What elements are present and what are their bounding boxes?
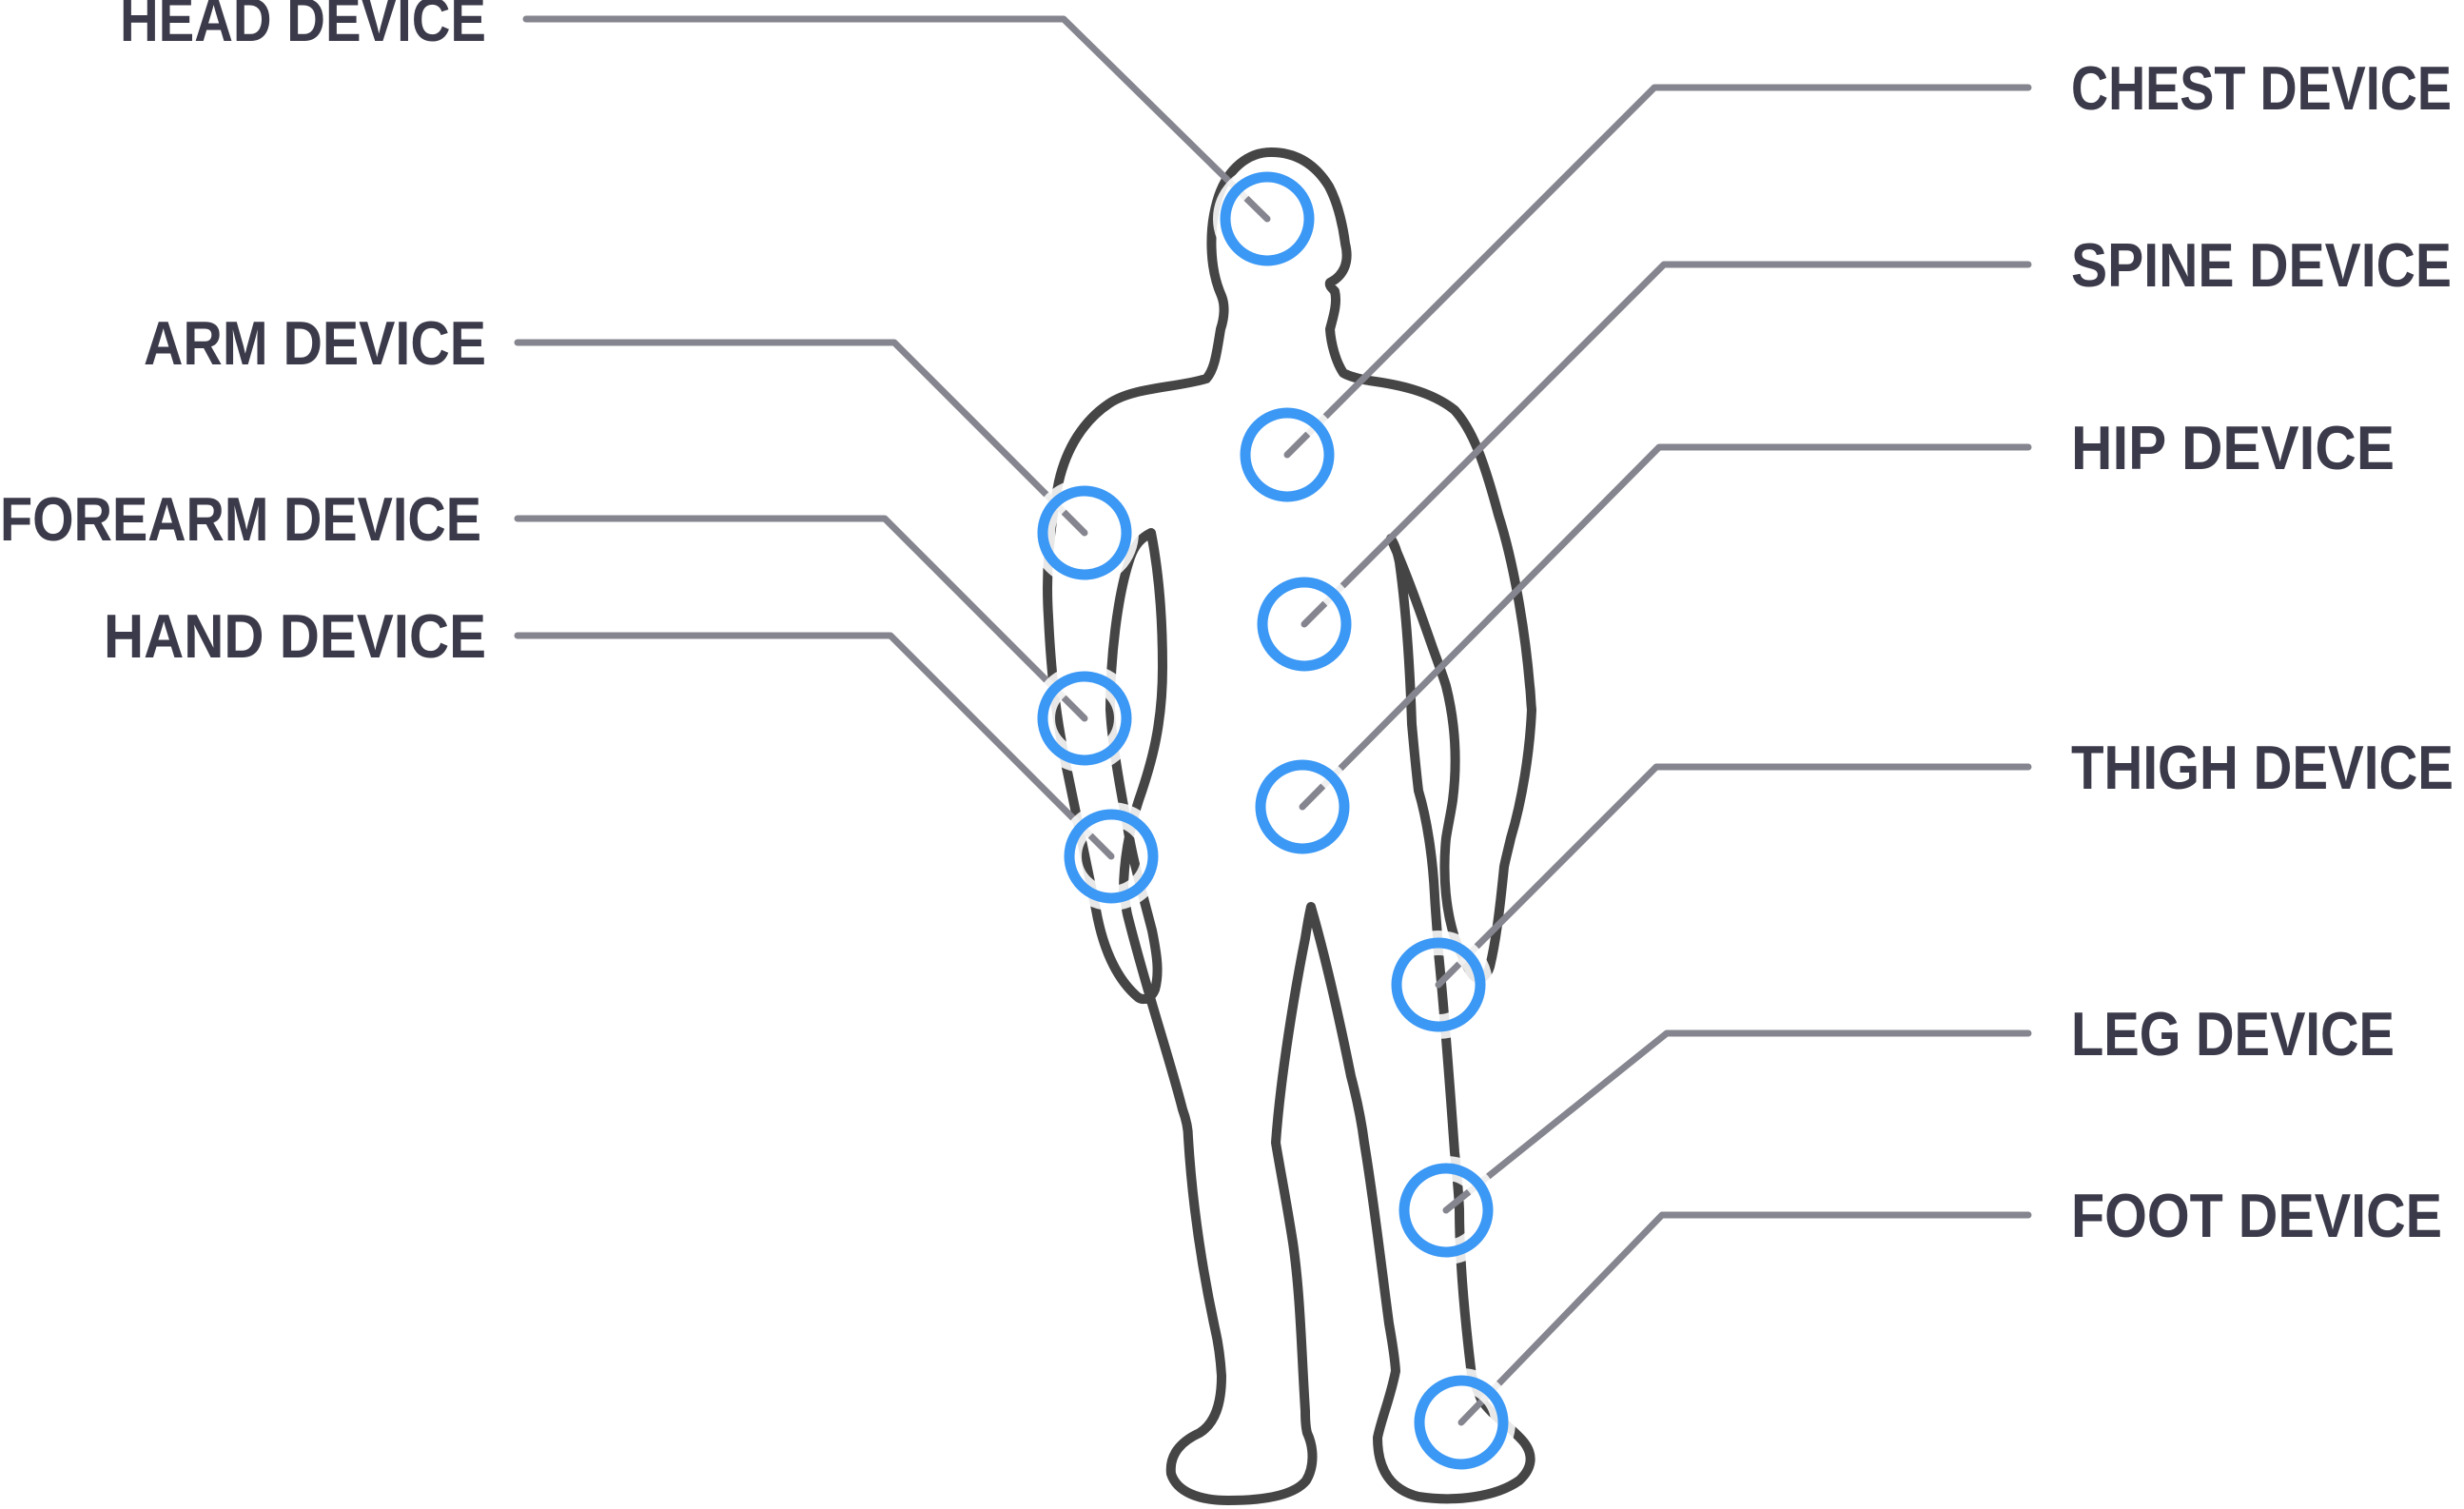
foot-device-marker[interactable] (1414, 1375, 1509, 1470)
spine-device-marker[interactable] (1257, 577, 1352, 672)
spine-device-label: SPINE DEVICE (2071, 230, 2452, 300)
arm-device-marker[interactable] (1037, 485, 1132, 580)
leg-leader-line (1442, 1029, 2032, 1214)
callout-head-device: HEAD DEVICE (120, 0, 1321, 273)
chest-device-marker[interactable] (1240, 407, 1335, 502)
callout-hand-device: HAND DEVICE (104, 601, 1165, 911)
hand-device-marker[interactable] (1064, 809, 1159, 904)
hip-leader-line (1299, 443, 2032, 811)
hand-device-label: HAND DEVICE (104, 601, 486, 671)
foot-device-label: FOOT DEVICE (2071, 1181, 2442, 1250)
thigh-device-marker[interactable] (1391, 937, 1486, 1032)
human-figure-outline (1043, 147, 1536, 1505)
head-device-marker[interactable] (1220, 171, 1315, 266)
callout-chest-device: CHEST DEVICE (1233, 53, 2452, 509)
callout-forearm-device: FOREARM DEVICE (0, 484, 1139, 773)
hand-leader-line (514, 632, 1115, 860)
foot-leader-line (1457, 1211, 2032, 1426)
arm-device-label: ARM DEVICE (144, 308, 486, 378)
chest-device-label: CHEST DEVICE (2071, 53, 2452, 123)
hip-device-label: HIP DEVICE (2071, 413, 2395, 482)
leg-device-label: LEG DEVICE (2071, 999, 2395, 1068)
forearm-leader-line (514, 515, 1088, 722)
callout-spine-device: SPINE DEVICE (1250, 230, 2452, 678)
forearm-device-marker[interactable] (1037, 671, 1132, 766)
callout-thigh-device: THIGH DEVICE (1384, 733, 2454, 1039)
head-device-label: HEAD DEVICE (120, 0, 486, 54)
leg-device-marker[interactable] (1398, 1163, 1494, 1258)
callout-foot-device: FOOT DEVICE (1407, 1181, 2442, 1477)
thigh-device-label: THIGH DEVICE (2071, 733, 2454, 802)
callout-leg-device: LEG DEVICE (1392, 999, 2395, 1264)
callout-hip-device: HIP DEVICE (1248, 413, 2395, 861)
arm-leader-line (514, 339, 1088, 537)
chest-leader-line (1283, 84, 2032, 459)
head-leader-line (522, 15, 1271, 223)
forearm-device-label: FOREARM DEVICE (0, 484, 481, 554)
hip-device-marker[interactable] (1255, 759, 1350, 854)
thigh-leader-line (1435, 763, 2032, 989)
callout-arm-device: ARM DEVICE (144, 308, 1139, 587)
spine-leader-line (1300, 261, 2032, 628)
